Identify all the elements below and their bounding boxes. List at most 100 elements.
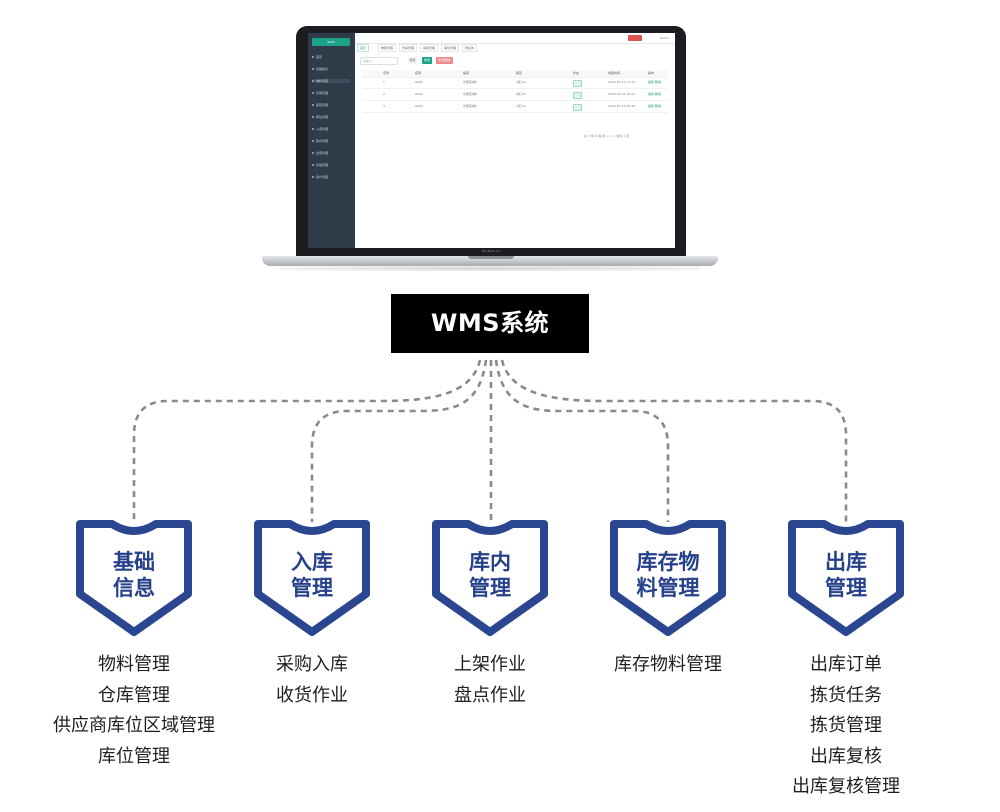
screen-table-cell: A001	[415, 80, 423, 84]
module-title: 库内管理	[428, 549, 552, 601]
screen-nav-label: 基础信息	[316, 67, 329, 71]
module-title-line1: 库存物	[636, 550, 700, 574]
screen-nav-item: 物料管理	[312, 79, 350, 83]
module-title-line2: 管理	[291, 576, 333, 600]
module-items-inbound: 采购入库收货作业	[202, 650, 422, 711]
screen-table-cell: 2023-01-12 10:21	[608, 92, 636, 96]
screen-tab: 库区管理	[420, 44, 439, 52]
screen-table-cell: 3	[383, 104, 385, 108]
screen-table-cell: 仓库区域C	[463, 104, 478, 108]
connector-inbound	[310, 359, 488, 522]
screen-nav-dot-icon	[312, 128, 314, 130]
module-item: 出库复核	[810, 745, 882, 767]
screen-nav-item: 出库管理	[312, 151, 350, 155]
module-item: 物料管理	[98, 654, 170, 675]
screen-table-row: 1 A001 仓库区域A A区-01 2023-01-11 11:11 编辑 删除	[363, 78, 668, 89]
module-items-internal: 上架作业盘点作业	[380, 650, 600, 711]
screen-delete-button: 批量删除	[436, 57, 453, 64]
module-title: 基础信息	[72, 549, 196, 601]
screen-table-cell: 仓库区域A	[463, 80, 478, 84]
screen-table-cell: 编辑 删除	[648, 80, 661, 84]
screen-logo: WMS	[312, 38, 350, 46]
connector-basic-info	[132, 359, 482, 522]
screen-table-cell: 2023-01-11 11:11	[608, 80, 636, 84]
screen-nav-label: 入库管理	[316, 127, 329, 131]
screen-table-cell: A区-01	[516, 80, 526, 84]
module-item: 出库复核管理	[792, 776, 900, 797]
screen-nav-item: 首页	[312, 55, 350, 59]
laptop-shadow	[280, 266, 700, 271]
screen-table-cell: B区-01	[516, 92, 526, 96]
screen-topbar: admin	[355, 33, 675, 44]
screen-table-header: 序号名称编码库区状态创建时间操作	[363, 70, 668, 78]
screen-add-button: 新增	[422, 57, 432, 64]
screen-nav-label: 库位管理	[316, 115, 329, 119]
screen-nav-item: 库位管理	[312, 115, 350, 119]
module-item: 库位管理	[98, 745, 170, 767]
module-item: 拣货任务	[810, 684, 882, 706]
screen-nav-label: 用户管理	[316, 175, 329, 179]
screen-table-cell: 编辑 删除	[648, 92, 661, 96]
screen-tab: 首页	[357, 44, 370, 52]
screen-search-input: 请输入	[360, 57, 398, 65]
screen-tab: 库位管理	[441, 44, 460, 52]
screen-table-cell: 仓库区域B	[463, 92, 478, 96]
screen-status-tag	[573, 92, 582, 99]
module-title: 入库管理	[250, 549, 374, 601]
laptop-screen: WMS 首页基础信息物料管理仓库管理库区管理库位管理入库管理库内管理出库管理系统…	[308, 33, 675, 248]
module-badge-internal: 库内管理	[428, 520, 552, 636]
module-title-line1: 入库	[291, 550, 333, 574]
shield-icon	[76, 520, 192, 636]
module-item: 出库订单	[810, 654, 882, 675]
module-item: 库存物料管理	[614, 654, 722, 675]
screen-table-cell: A002	[415, 92, 423, 96]
module-item: 上架作业	[454, 654, 526, 675]
connector-inventory	[494, 359, 670, 522]
screen-status-tag	[573, 104, 582, 111]
screen-nav-item: 入库管理	[312, 127, 350, 131]
module-badge-basic-info: 基础信息	[72, 520, 196, 636]
screen-search-button: 搜索	[408, 57, 417, 64]
screen-table-header-cell: 操作	[648, 71, 655, 75]
screen-nav-label: 仓库管理	[316, 91, 329, 95]
module-title: 库存物料管理	[606, 549, 730, 601]
laptop-illustration: WMS 首页基础信息物料管理仓库管理库区管理库位管理入库管理库内管理出库管理系统…	[0, 0, 1000, 275]
screen-nav-item: 基础信息	[312, 67, 350, 71]
module-item: 收货作业	[276, 684, 348, 706]
shield-icon	[788, 520, 904, 636]
screen-nav-dot-icon	[312, 152, 314, 154]
screen-nav-item: 库内管理	[312, 139, 350, 143]
module-items-outbound: 出库订单拣货任务拣货管理出库复核出库复核管理	[736, 650, 956, 803]
screen-tab: 供应商	[462, 44, 478, 52]
screen-table-cell: 编辑 删除	[648, 104, 661, 108]
screen-nav-dot-icon	[312, 80, 314, 82]
screen-table-cell: 1	[383, 80, 385, 84]
screen-nav-item: 仓库管理	[312, 91, 350, 95]
screen-table-header-cell: 创建时间	[608, 71, 621, 75]
wms-system-box: WMS系统	[391, 294, 589, 353]
shield-icon	[254, 520, 370, 636]
screen-sidebar: WMS 首页基础信息物料管理仓库管理库区管理库位管理入库管理库内管理出库管理系统…	[308, 33, 355, 248]
screen-pagination: 共 3 条 10条/页 < 1 > 前往 1 页	[584, 134, 630, 138]
screen-nav-dot-icon	[312, 68, 314, 70]
screen-nav-dot-icon	[312, 116, 314, 118]
screen-nav-label: 物料管理	[316, 79, 329, 83]
shield-icon	[610, 520, 726, 636]
screen-tab: 物料管理	[378, 44, 397, 52]
screen-table-header-cell: 序号	[383, 71, 390, 75]
screen-nav-dot-icon	[312, 92, 314, 94]
module-badge-inventory: 库存物料管理	[606, 520, 730, 636]
screen-nav-dot-icon	[312, 104, 314, 106]
screen-nav-item: 系统管理	[312, 163, 350, 167]
screen-avatar	[628, 35, 642, 41]
screen-nav-item: 用户管理	[312, 175, 350, 179]
module-item: 盘点作业	[454, 684, 526, 706]
screen-nav-dot-icon	[312, 176, 314, 178]
module-item: 仓库管理	[98, 684, 170, 706]
module-title-line1: 出库	[825, 550, 867, 574]
screen-table-cell: 2023-01-13 09:32	[608, 104, 636, 108]
module-title-line2: 管理	[825, 576, 867, 600]
